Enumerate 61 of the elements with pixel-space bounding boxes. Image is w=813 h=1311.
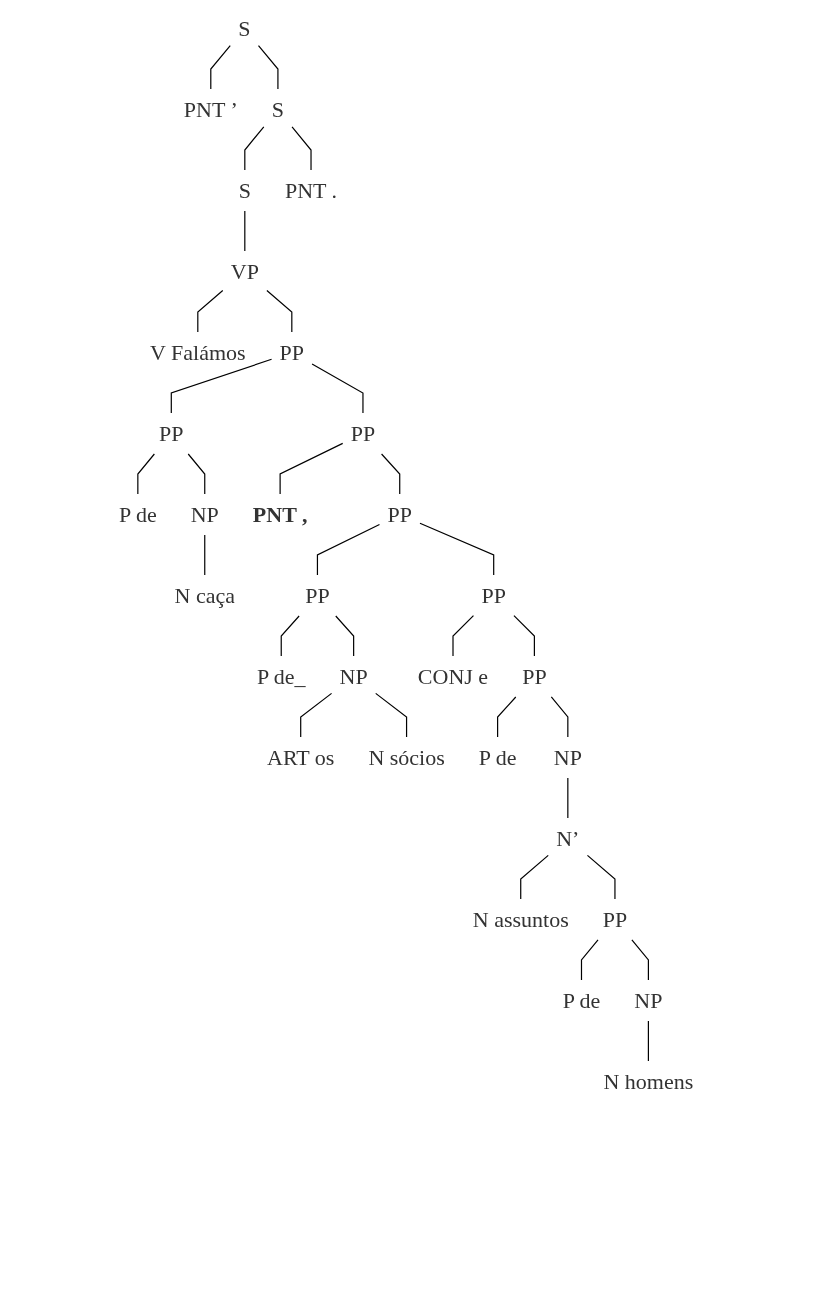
node-text: N caça [174, 582, 236, 608]
node-text: PP [481, 582, 507, 608]
connector [567, 777, 569, 819]
node-text: PP [159, 420, 184, 446]
connector [513, 615, 536, 657]
node-text: NP [339, 663, 369, 689]
node-text: PP [305, 582, 331, 608]
connector [137, 453, 156, 495]
connector [291, 126, 312, 171]
node-text: PP [387, 501, 413, 527]
node-text: PNT ’ [184, 97, 239, 122]
connector [587, 854, 616, 900]
connector [381, 453, 401, 495]
node-text: PP [522, 663, 547, 689]
node-text: S [238, 16, 251, 41]
connector [631, 939, 650, 981]
connector [581, 939, 599, 981]
connector [258, 44, 279, 90]
node-text: PNT , [253, 501, 308, 527]
node-text: V Falámos [150, 340, 246, 365]
connector [375, 692, 408, 738]
node-text: N sócios [368, 744, 446, 770]
node-text: P de [119, 501, 158, 527]
node-text: ART os [267, 744, 335, 770]
node-text: NP [191, 501, 220, 527]
connector [317, 523, 381, 576]
connector [520, 854, 550, 900]
node-text: PNT . [285, 178, 338, 203]
node-text: PP [279, 340, 305, 365]
connector [452, 615, 475, 657]
node-text: S [272, 97, 285, 122]
node-text: NP [554, 744, 583, 770]
node-text: N’ [556, 825, 580, 851]
node-text: NP [634, 987, 663, 1013]
node-text: PP [603, 906, 628, 932]
connector [244, 210, 246, 252]
node-text: VP [231, 259, 260, 284]
connector [197, 289, 224, 333]
connector [171, 358, 273, 414]
connector [551, 696, 569, 738]
node-text: N homens [603, 1068, 694, 1094]
node-text: CONJ e [418, 663, 489, 689]
connector [280, 615, 301, 657]
connector [300, 692, 333, 738]
connector [311, 363, 364, 414]
connector [210, 44, 232, 90]
connector [497, 696, 517, 738]
connector [648, 1020, 650, 1062]
node-text: S [239, 178, 252, 203]
connector [266, 289, 293, 333]
node-text: P de_ [257, 663, 306, 689]
connector [244, 126, 265, 171]
node-text: P de [562, 987, 601, 1013]
connector [204, 534, 206, 576]
node-text: N assuntos [473, 906, 570, 932]
connector [419, 522, 495, 576]
node-text: PP [351, 420, 376, 446]
connector [279, 442, 344, 495]
connector [335, 615, 355, 657]
connector [187, 453, 206, 495]
node-text: P de [479, 744, 517, 770]
